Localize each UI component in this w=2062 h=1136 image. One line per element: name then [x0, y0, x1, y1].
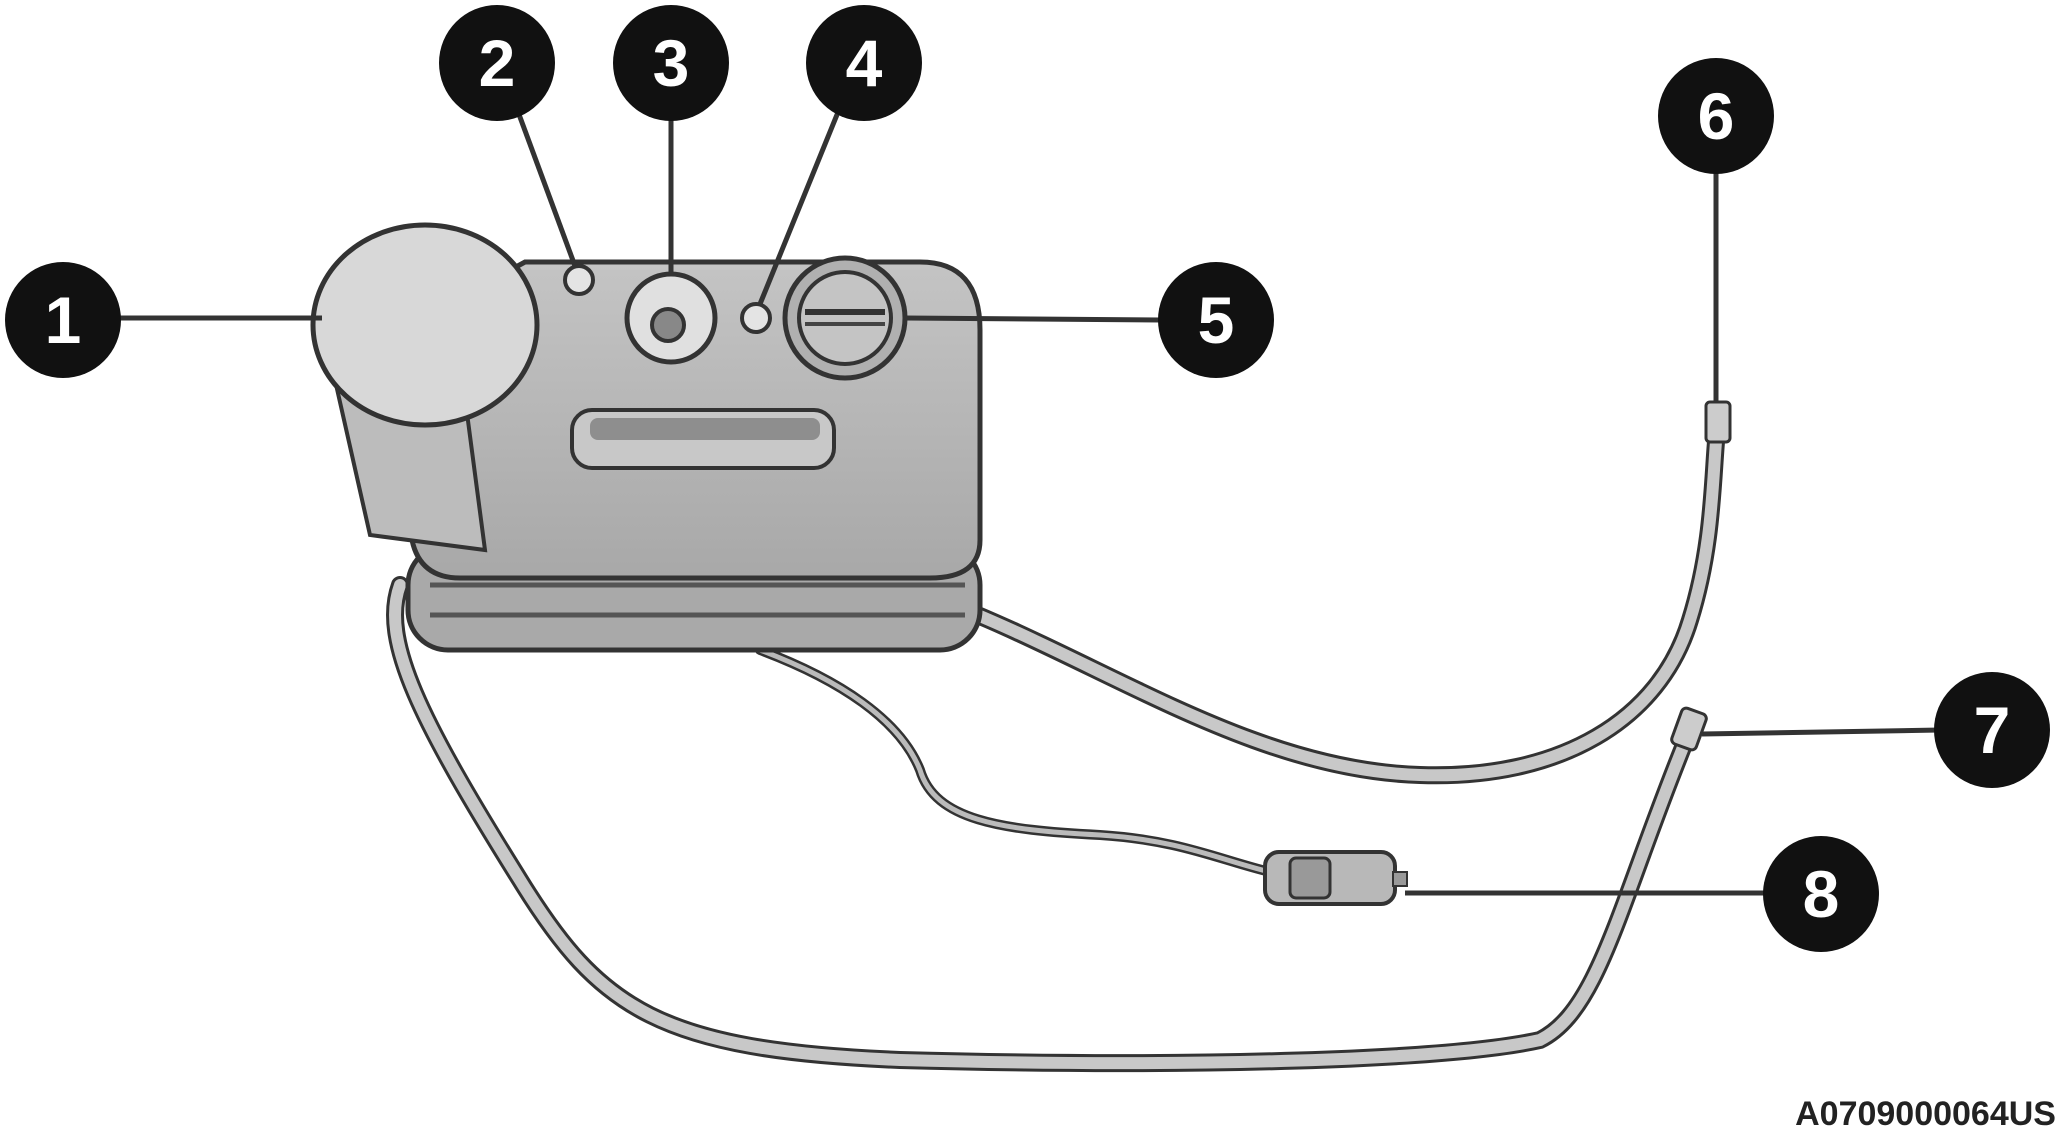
callout-7: 7: [1934, 672, 2050, 788]
svg-text:5: 5: [1198, 283, 1235, 357]
svg-text:4: 4: [846, 26, 883, 100]
svg-text:1: 1: [45, 283, 82, 357]
power-plug: [1263, 850, 1408, 906]
callout-2: 2: [439, 5, 555, 121]
hose-loop: [386, 576, 1699, 1073]
svg-text:7: 7: [1974, 693, 2011, 767]
hose-right: [931, 411, 1727, 785]
power-cord: [755, 645, 1275, 877]
selector-knob: [782, 255, 908, 381]
hose-valve-fitting: [1704, 400, 1732, 444]
callout-8: 8: [1763, 836, 1879, 952]
svg-text:8: 8: [1803, 857, 1840, 931]
figure-code: A0709000064US: [1795, 1095, 2056, 1133]
svg-text:2: 2: [479, 26, 516, 100]
hose-end-fitting: [1670, 706, 1708, 752]
callout-6: 6: [1658, 58, 1774, 174]
pressure-gauge-cylinder: [310, 222, 540, 428]
svg-text:3: 3: [653, 26, 690, 100]
callout-5: 5: [1158, 262, 1274, 378]
callout-1: 1: [5, 262, 121, 378]
deflation-button: [740, 302, 772, 334]
callout-3: 3: [613, 5, 729, 121]
power-button: [624, 271, 718, 365]
indicator-light: [563, 264, 595, 296]
leader-lines: [110, 89, 1941, 896]
callout-4: 4: [806, 5, 922, 121]
svg-text:6: 6: [1698, 79, 1735, 153]
